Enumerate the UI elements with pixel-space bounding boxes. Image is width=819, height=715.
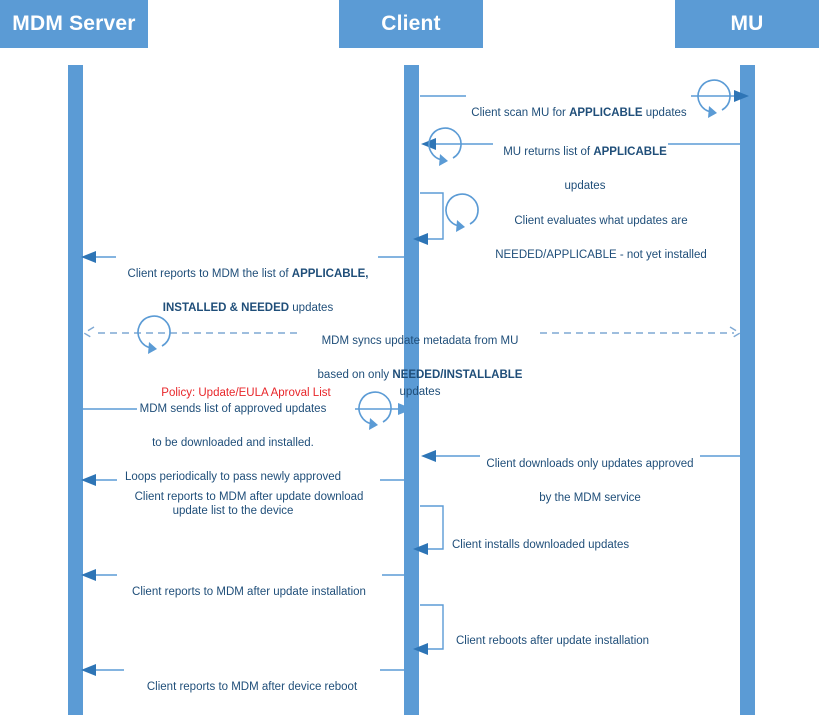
loop-icon-m2: [428, 127, 462, 166]
m5-text-line2-bold: NEEDED/INSTALLABLE: [392, 369, 523, 381]
m3-text-line2: NEEDED/APPLICABLE - not yet installed: [495, 249, 707, 261]
m6-text-line1: MDM sends list of approved updates: [139, 403, 327, 415]
m6-policy-text: Policy: Update/EULA Aproval List: [161, 387, 331, 399]
m5-text-line2-post: updates: [399, 386, 441, 398]
m5-text-line1: MDM syncs update metadata from MU: [321, 335, 519, 347]
message-label-m7: Client downloads only updates approved b…: [476, 439, 704, 507]
actor-label-mdm-server: MDM Server: [12, 12, 136, 35]
m11-text: Client reboots after update installation: [456, 635, 650, 647]
actor-box-client[interactable]: Client: [339, 0, 483, 48]
message-label-m11: Client reboots after update installation: [456, 616, 672, 650]
message-label-m6: MDM sends list of approved updates to be…: [108, 384, 358, 520]
loop-icon-m5: [137, 315, 171, 354]
actor-label-mu: MU: [730, 12, 764, 35]
message-label-m4: Client reports to MDM the list of APPLIC…: [116, 249, 380, 317]
actor-box-mdm-server[interactable]: MDM Server: [0, 0, 148, 48]
m1-text-post: updates: [642, 107, 687, 119]
m6-text-line2: to be downloaded and installed.: [152, 437, 314, 449]
m12-text: Client reports to MDM after device reboo…: [146, 681, 358, 693]
actor-label-client: Client: [381, 12, 441, 35]
message-label-m10: Client reports to MDM after update insta…: [117, 567, 381, 601]
m9-text: Client installs downloaded updates: [452, 539, 630, 551]
m7-text-line2: by the MDM service: [539, 492, 641, 504]
m7-text-line1: Client downloads only updates approved: [486, 458, 694, 470]
loop-icon-m3: [445, 193, 479, 232]
lifeline-mdm-server: [68, 65, 83, 715]
m2-text-bold: APPLICABLE: [593, 146, 667, 158]
m2-text-pre: MU returns list of: [503, 146, 594, 158]
m1-text-pre: Client scan MU for: [471, 107, 570, 119]
m10-text: Client reports to MDM after update insta…: [132, 586, 366, 598]
message-label-m12: Client reports to MDM after device reboo…: [124, 662, 380, 696]
loop-icon-m1: [697, 79, 731, 118]
m6-text-line3: Loops periodically to pass newly approve…: [124, 471, 342, 483]
message-label-m2: MU returns list of APPLICABLE updates: [472, 127, 698, 195]
m3-text-line1: Client evaluates what updates are: [514, 215, 688, 227]
lifeline-mu: [740, 65, 755, 715]
m4-text-line2-bold: INSTALLED & NEEDED: [162, 302, 290, 314]
m4-text-line2-post: updates: [289, 302, 334, 314]
actor-box-mu[interactable]: MU: [675, 0, 819, 48]
message-label-m1: Client scan MU for APPLICABLE updates: [466, 88, 692, 122]
m6-text-line4: update list to the device: [172, 505, 294, 517]
m4-text-pre: Client reports to MDM the list of: [127, 268, 292, 280]
message-label-m6-policy: Policy: Update/EULA Aproval List: [134, 368, 358, 402]
m2-text-line2: updates: [564, 180, 606, 192]
message-label-m9: Client installs downloaded updates: [452, 520, 652, 554]
message-label-m5: MDM syncs update metadata from MU based …: [296, 316, 544, 401]
message-label-m8: Client reports to MDM after update downl…: [117, 472, 381, 506]
m1-text-bold: APPLICABLE: [569, 107, 643, 119]
m5-text-line2-pre: based on only: [317, 369, 393, 381]
m4-text-bold: APPLICABLE,: [291, 268, 369, 280]
m8-text: Client reports to MDM after update downl…: [134, 491, 364, 503]
message-label-m3: Client evaluates what updates are NEEDED…: [480, 196, 722, 264]
